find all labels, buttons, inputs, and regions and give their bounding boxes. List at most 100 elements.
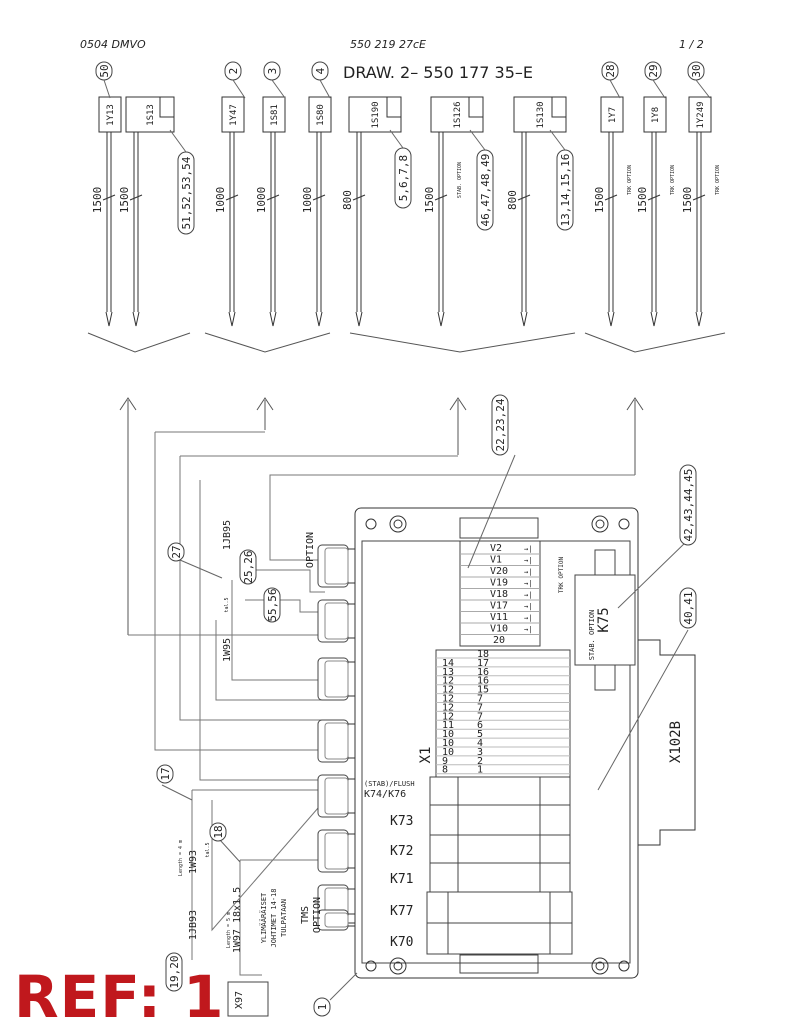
gland-nut xyxy=(324,722,349,760)
sensor-leader xyxy=(609,79,621,99)
arrows xyxy=(119,397,644,635)
sensor-tip xyxy=(607,311,615,327)
sensor-leader xyxy=(389,129,404,149)
cable-1w93: 1W93 xyxy=(188,850,199,874)
terminal-right-10: 4 xyxy=(477,738,483,749)
bubble-25-26-outline xyxy=(239,549,257,585)
sensor-length: 1500 xyxy=(636,187,649,214)
k72-label: K72 xyxy=(390,844,413,859)
tms-option-label: OPTION xyxy=(312,897,323,933)
cable-1jb93: 1JB93 xyxy=(188,910,199,940)
terminal-right-0: 18 xyxy=(477,649,489,660)
sensor-tip xyxy=(105,311,113,327)
diode-symbol: →| xyxy=(524,626,532,634)
gland-nut xyxy=(324,912,349,928)
sensor-tip xyxy=(228,311,236,327)
bubble-1s81: 3 xyxy=(266,68,279,75)
header-right: 1 / 2 xyxy=(679,38,704,51)
stab-option-label: STAB. OPTION xyxy=(588,610,596,661)
sensor-length: 1500 xyxy=(91,187,104,214)
diode-block xyxy=(459,540,541,647)
x97-connector xyxy=(227,981,269,1017)
terminal-strip: V2→|V1→|V20→|V19→|V18→|V17→|V11→|V10→|20… xyxy=(435,540,571,778)
terminal-v20: V20 xyxy=(490,566,508,577)
sensor-1s130: 1S130 800 xyxy=(506,96,567,327)
gland-body xyxy=(317,829,349,873)
terminal-left-3: 12 xyxy=(442,676,454,687)
terminal-right-4: 15 xyxy=(477,685,489,696)
terminal-left-12: 9 xyxy=(442,756,448,767)
bubble-1y249: 30 xyxy=(690,64,703,77)
terminal-right-3: 16 xyxy=(477,676,489,687)
sensor-break xyxy=(266,194,280,201)
sensor-length: 1000 xyxy=(255,187,268,214)
diode-symbol: →| xyxy=(524,568,532,576)
sensor-break xyxy=(352,194,366,201)
sensor-length: 1500 xyxy=(118,187,131,214)
sensor-break xyxy=(604,194,618,201)
sensor-code-1y7: 1Y7 xyxy=(608,107,618,123)
sensor-code-1s130: 1S130 xyxy=(536,101,546,128)
terminal-right-5: 7 xyxy=(477,694,483,705)
bubble-17-outline xyxy=(156,764,174,784)
k74-k76-label: K74/K76 xyxy=(364,789,406,800)
sensor-body xyxy=(600,96,624,133)
terminal-v1: V1 xyxy=(490,555,502,566)
bubble-40-41: 40,41 xyxy=(682,591,695,624)
gland-body xyxy=(317,774,349,818)
sensor-leader xyxy=(319,79,331,99)
terminal-v19: V19 xyxy=(490,578,508,589)
terminal-left-5: 12 xyxy=(442,694,454,705)
sensor-length: 800 xyxy=(506,190,519,210)
sensor-length: 1500 xyxy=(593,187,606,214)
bubble-40-41-outline xyxy=(679,587,697,629)
gland-nut xyxy=(324,777,349,815)
x1-label: X1 xyxy=(418,747,434,764)
sensor-code-1y8: 1Y8 xyxy=(651,107,661,123)
cable-gland xyxy=(317,544,355,588)
terminal-right-12: 2 xyxy=(477,756,483,767)
bubble-42-45-outline xyxy=(679,464,697,546)
sensor-group: 1Y1315001S1315001Y4710001S8110001S801000… xyxy=(91,96,721,327)
cable-tal: tal.5 xyxy=(224,597,230,612)
k77-label: K77 xyxy=(390,904,413,919)
bubble-25-26: 25,26 xyxy=(242,550,255,583)
gland-body xyxy=(317,719,349,763)
diode-symbol: →| xyxy=(524,591,532,599)
cable-1w97: 1W97 18x1.5 xyxy=(232,887,243,953)
gland-body xyxy=(317,544,349,588)
cable-tal-2: tal.5 xyxy=(205,842,211,857)
sensor-code-1s80: 1S80 xyxy=(316,104,326,126)
bubble-27: 27 xyxy=(170,545,183,558)
sensor-length: 800 xyxy=(341,190,354,210)
terminal-left-2: 13 xyxy=(442,667,454,678)
sensor-break xyxy=(434,194,448,201)
sensor-note: TRK OPTION xyxy=(670,165,676,195)
bubble-55-56-outline xyxy=(263,587,281,623)
terminal-v10: V10 xyxy=(490,624,508,635)
header-left: 0504 DMVO xyxy=(80,38,146,51)
x1-strip xyxy=(435,649,571,778)
sensor-cap xyxy=(159,96,175,118)
cable-gland xyxy=(317,719,355,763)
sensor-body xyxy=(221,96,245,133)
sensor-body xyxy=(308,96,332,133)
diode-symbol: →| xyxy=(524,614,532,622)
sensor-tip xyxy=(132,311,140,327)
bubble-1: 1 xyxy=(316,1004,329,1011)
sensor-break xyxy=(225,194,239,201)
terminal-left-7: 12 xyxy=(442,711,454,722)
sensor-leader xyxy=(169,129,187,153)
bubble-17: 17 xyxy=(159,767,172,780)
gland-body xyxy=(317,657,349,701)
terminal-right-11: 3 xyxy=(477,747,483,758)
sensor-code-1s190: 1S190 xyxy=(371,101,381,128)
